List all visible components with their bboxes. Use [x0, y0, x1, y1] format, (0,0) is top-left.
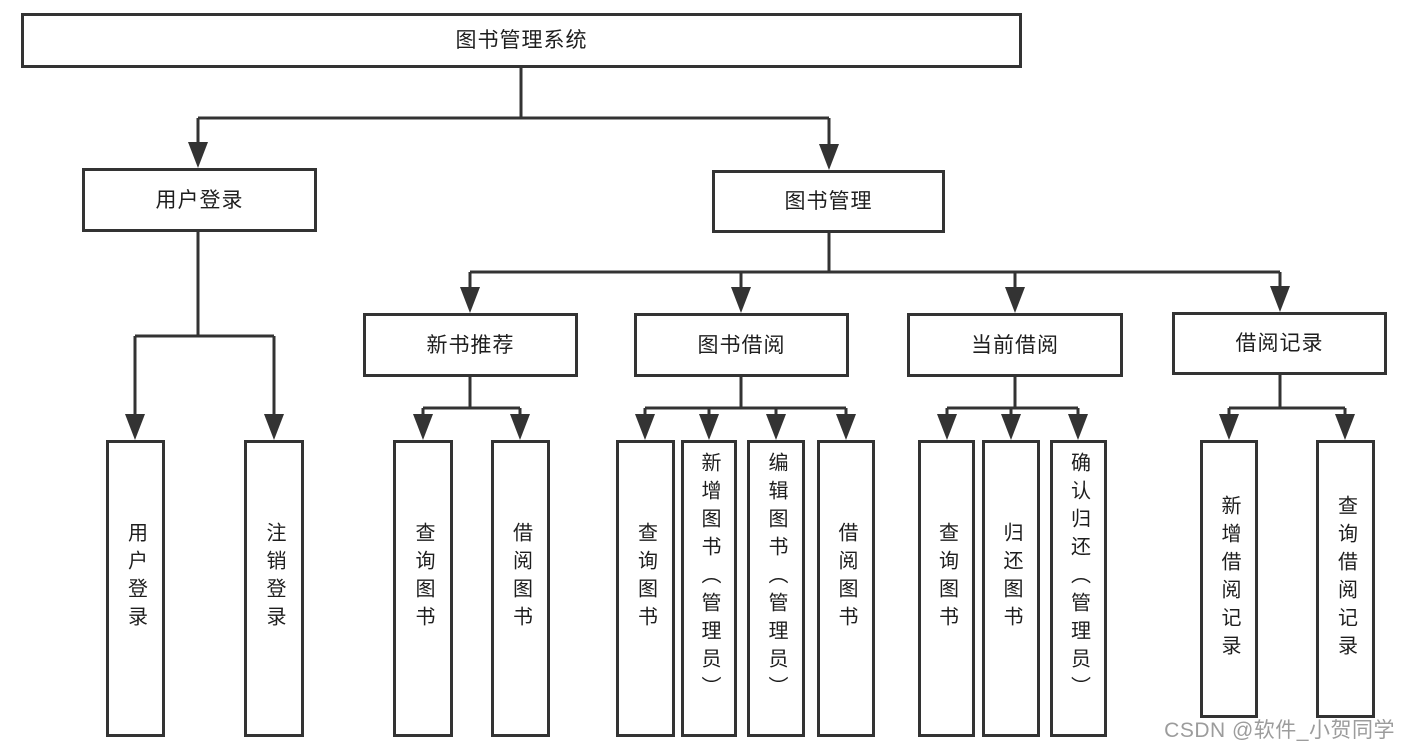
leaf-user-login: 用户登录: [106, 440, 165, 737]
leaf-query-book-borrowing-label: 查询图书: [634, 521, 657, 634]
arrowhead: [1005, 287, 1025, 313]
leaf-query-book-recommend-label: 查询图书: [412, 521, 434, 634]
leaf-query-borrow-record: 查询借阅记录: [1316, 440, 1375, 718]
arrowhead: [1219, 414, 1239, 440]
arrowhead: [1068, 414, 1088, 440]
leaf-query-book-recommend: 查询图书: [393, 440, 453, 737]
arrowhead: [836, 414, 856, 440]
leaf-query-book-borrowing: 查询图书: [616, 440, 675, 737]
leaf-query-book-current-label: 查询图书: [935, 521, 958, 634]
arrowhead: [188, 142, 208, 168]
node-book-management-label: 图书管理: [784, 190, 873, 213]
node-new-book-recommend: 新书推荐: [363, 313, 578, 377]
arrowhead: [1270, 286, 1290, 312]
leaf-add-borrow-record: 新增借阅记录: [1200, 440, 1258, 718]
connector-segments: [133, 68, 1347, 420]
leaf-return-book-label: 归还图书: [1000, 521, 1022, 634]
leaf-borrow-book-borrowing-label: 借阅图书: [835, 521, 857, 634]
leaf-add-book-admin: 新增图书（管理员）: [681, 440, 737, 737]
arrowhead: [937, 414, 957, 440]
node-current-borrowing: 当前借阅: [907, 313, 1123, 377]
arrowhead: [699, 414, 719, 440]
node-borrow-records: 借阅记录: [1172, 312, 1387, 375]
arrowhead: [819, 144, 839, 170]
node-book-borrowing-label: 图书借阅: [697, 333, 786, 357]
node-user-login-label: 用户登录: [155, 188, 244, 212]
leaf-borrow-book-recommend-label: 借阅图书: [509, 521, 532, 634]
leaf-return-book: 归还图书: [982, 440, 1040, 737]
node-root-label: 图书管理系统: [455, 29, 588, 52]
arrowhead: [731, 287, 751, 313]
arrowhead: [1001, 414, 1021, 440]
arrowheads: [125, 142, 1355, 440]
leaf-add-book-admin-label: 新增图书（管理员）: [698, 451, 720, 704]
arrowhead: [510, 414, 530, 440]
arrowhead: [766, 414, 786, 440]
leaf-confirm-return-admin-label: 确认归还（管理员）: [1067, 451, 1090, 704]
node-current-borrowing-label: 当前借阅: [971, 333, 1059, 357]
leaf-logout: 注销登录: [244, 440, 304, 737]
node-new-book-recommend-label: 新书推荐: [426, 333, 515, 357]
leaf-borrow-book-borrowing: 借阅图书: [817, 440, 875, 737]
leaf-add-borrow-record-label: 新增借阅记录: [1218, 495, 1240, 663]
leaf-confirm-return-admin: 确认归还（管理员）: [1050, 440, 1107, 737]
node-book-management: 图书管理: [712, 170, 945, 233]
leaf-query-book-current: 查询图书: [918, 440, 975, 737]
arrowhead: [264, 414, 284, 440]
arrowhead: [125, 414, 145, 440]
arrowhead: [1335, 414, 1355, 440]
node-borrow-records-label: 借阅记录: [1235, 332, 1324, 355]
leaf-logout-label: 注销登录: [263, 521, 285, 634]
node-root: 图书管理系统: [21, 13, 1022, 68]
leaf-query-borrow-record-label: 查询借阅记录: [1334, 495, 1357, 663]
arrowhead: [460, 287, 480, 313]
arrowhead: [635, 414, 655, 440]
leaf-edit-book-admin-label: 编辑图书（管理员）: [765, 451, 787, 704]
leaf-user-login-label: 用户登录: [124, 521, 147, 634]
node-user-login: 用户登录: [82, 168, 317, 232]
node-book-borrowing: 图书借阅: [634, 313, 849, 377]
arrowhead: [413, 414, 433, 440]
csdn-watermark: CSDN @软件_小贺同学: [1164, 719, 1395, 742]
leaf-borrow-book-recommend: 借阅图书: [491, 440, 550, 737]
leaf-edit-book-admin: 编辑图书（管理员）: [747, 440, 805, 737]
